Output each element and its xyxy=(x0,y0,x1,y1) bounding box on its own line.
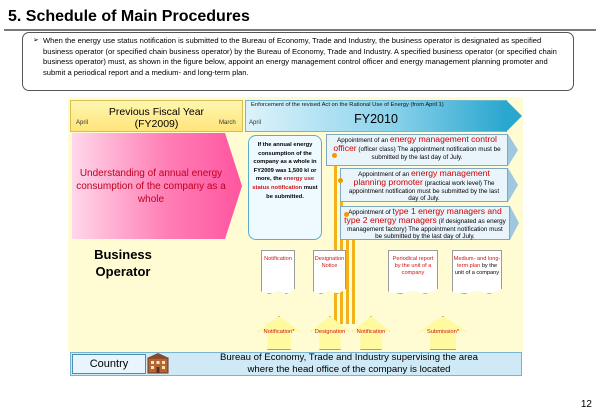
building-icon xyxy=(147,353,169,374)
appointment-3-arrow xyxy=(510,206,519,240)
appointment-energy-managers: Appointment of type 1 energy managers an… xyxy=(340,206,510,240)
notification-appointment-label: Notification xyxy=(356,329,386,335)
country-label: Country xyxy=(72,354,146,374)
page-title: 5. Schedule of Main Procedures xyxy=(8,8,250,25)
guide-line-1 xyxy=(334,156,337,324)
appointment-control-officer: Appointment of an energy management cont… xyxy=(326,134,508,166)
annual-consumption-box: If the annual energy consumption of the … xyxy=(248,135,322,240)
appointment-2-arrow xyxy=(508,168,518,202)
appointment-dot-3 xyxy=(344,212,349,217)
previous-fiscal-year-bar: Previous Fiscal Year (FY2009) xyxy=(70,100,243,132)
appointment-dot-1 xyxy=(332,153,337,158)
midlong-plan-document-icon: Medium- and long- term plan by the unit … xyxy=(452,250,502,294)
current-april-label: April xyxy=(249,120,262,126)
guide-line-3 xyxy=(346,214,349,324)
prev-april-label: April xyxy=(76,120,89,126)
appointment-dot-2 xyxy=(338,178,343,183)
business-operator-label: Business Operator xyxy=(94,247,152,279)
periodical-report-document-icon: Periodical report by the unit of a compa… xyxy=(388,250,438,294)
prev-march-label: March xyxy=(219,120,236,126)
submission-label: Submission* xyxy=(426,329,460,335)
enforcement-note: Enforcement of the revised Act on the Ra… xyxy=(251,102,444,108)
fy2010-label: FY2010 xyxy=(354,112,398,126)
designation-label: Designation xyxy=(314,329,346,335)
notification-document-icon: Notification xyxy=(261,250,295,294)
appointment-planning-promoter: Appointment of an energy management plan… xyxy=(340,168,508,202)
designation-notice-document-icon: Designation Notice xyxy=(313,250,346,294)
guide-line-4 xyxy=(352,240,355,324)
page-number: 12 xyxy=(580,399,592,410)
understanding-text: Understanding of annual energy consumpti… xyxy=(76,168,226,205)
intro-text: When the energy use status notification … xyxy=(43,36,557,77)
arrow-bullet-icon: ➢ xyxy=(33,37,39,44)
title-divider xyxy=(4,29,596,31)
bureau-text: Bureau of Economy, Trade and Industry su… xyxy=(220,352,478,375)
fy2010-bar: Enforcement of the revised Act on the Ra… xyxy=(245,100,507,132)
notification-submit-label: Notification* xyxy=(263,329,295,335)
previous-fiscal-year-label: Previous Fiscal Year (FY2009) xyxy=(108,106,205,130)
intro-box: ➢ When the energy use status notificatio… xyxy=(22,32,574,91)
appointment-1-arrow xyxy=(508,134,518,166)
understanding-energy-arrow: Understanding of annual energy consumpti… xyxy=(72,133,242,239)
